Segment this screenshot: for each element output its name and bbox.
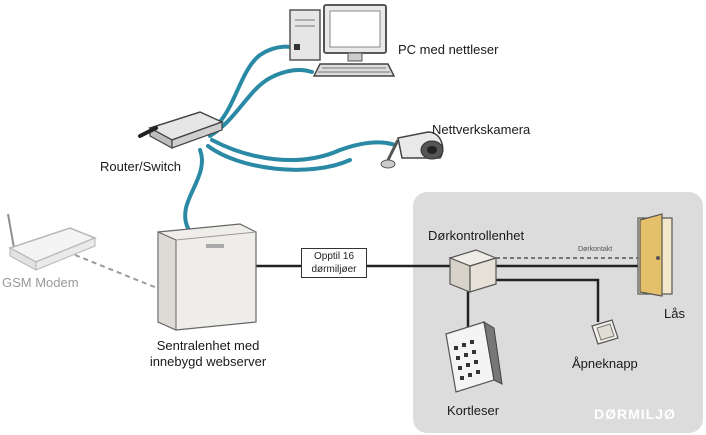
cable-router-to-central [183,148,204,232]
cable-router-to-camera [210,138,397,162]
door-controller-label: Dørkontrollenhet [428,228,525,243]
central-unit-label-line2: innebygd webserver [149,354,267,369]
pc-label: PC med nettleser [398,42,499,57]
door-contact-label: Dørkontakt [578,246,613,253]
router-label: Router/Switch [100,159,181,174]
door-controller-icon [448,249,498,293]
open-button-icon [591,319,619,345]
cable-router-to-pc-2 [208,68,314,138]
central-unit-icon [157,223,257,331]
card-reader-icon [445,321,503,393]
brand-logo: DØRMILJØ [594,406,676,422]
router-icon [138,111,224,150]
camera-label: Nettverkskamera [432,122,531,137]
limit-label-line2: dørmiljøer [311,264,357,275]
wire-controller-to-button [490,278,600,322]
camera-icon [380,131,444,169]
cable-router-to-camera-2 [206,144,352,172]
card-reader-label: Kortleser [447,403,500,418]
limit-label-line1: Opptil 16 [313,251,355,262]
lock-label: Lås [664,306,685,321]
limit-box: Opptil 16 dørmiljøer [301,248,367,278]
control-wires [256,264,640,330]
pc-icon [289,4,396,77]
open-button-label: Åpneknapp [572,356,638,371]
central-unit-label-line1: Sentralenhet med [156,338,260,353]
gsm-dashed-link [74,254,158,289]
door-icon [637,213,673,297]
gsm-modem-label: GSM Modem [2,275,79,290]
gsm-modem-icon [7,213,98,271]
